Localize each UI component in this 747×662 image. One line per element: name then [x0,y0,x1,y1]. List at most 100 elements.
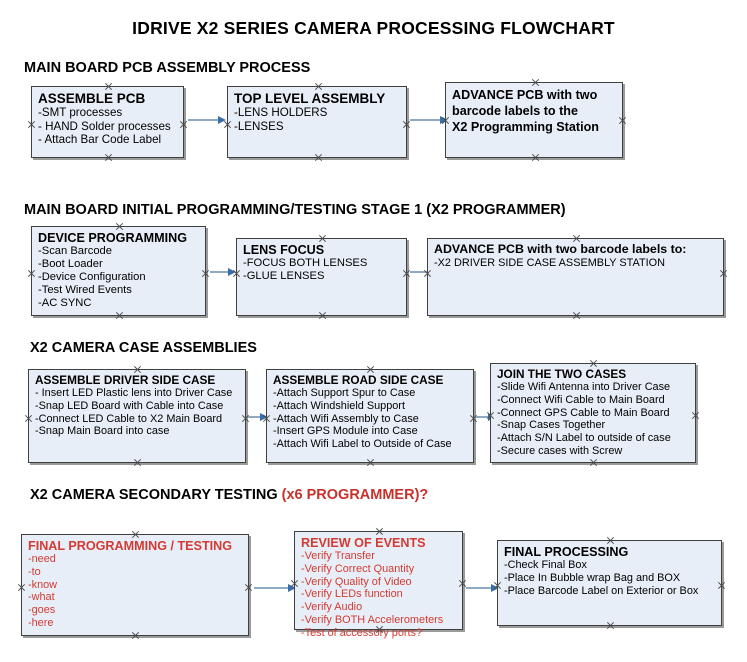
node-line: -Attach Wifi Label to Outside of Case [273,438,452,451]
node-line: -Attach S/N Label to outside of case [497,432,671,445]
node-line: -Check Final Box [504,559,587,572]
connection-handle-top[interactable] [572,234,581,243]
connection-handle-bottom[interactable] [589,458,598,467]
connection-handle-right[interactable] [717,581,726,590]
node-line: -GLUE LENSES [243,270,325,283]
connection-handle-left[interactable] [493,581,502,590]
node-title: LENS FOCUS [243,243,325,257]
node-final-programming-testing[interactable]: FINAL PROGRAMMING / TESTING -need -to -k… [21,534,249,636]
section-heading-x2-camera-case-assemblies: X2 CAMERA CASE ASSEMBLIES [30,340,257,356]
node-title: TOP LEVEL ASSEMBLY [234,91,386,106]
connection-handle-bottom[interactable] [133,458,142,467]
connection-handle-right[interactable] [201,269,210,278]
connection-handle-bottom[interactable] [115,311,124,320]
node-line: -Snap Main Board into case [35,425,170,438]
node-title: FINAL PROCESSING [504,545,629,559]
node-lens-focus[interactable]: LENS FOCUS -FOCUS BOTH LENSES -GLUE LENS… [236,238,407,316]
connection-handle-left[interactable] [27,269,36,278]
node-line: barcode labels to the [452,104,578,119]
connection-handle-top[interactable] [589,359,598,368]
connection-handle-bottom[interactable] [366,458,375,467]
node-line: -Verify Correct Quantity [301,562,415,575]
node-line: -need [28,553,56,566]
connection-handle-top[interactable] [366,365,375,374]
node-line: -Connect LED Cable to X2 Main Board [35,412,223,425]
node-line: -Boot Loader [38,258,103,271]
page-title: IDRIVE X2 SERIES CAMERA PROCESSING FLOWC… [132,18,615,38]
node-line: -Attach Windshield Support [273,399,405,412]
connection-handle-left[interactable] [27,120,36,129]
node-line: -SMT processes [38,106,123,120]
node-line: -here [28,616,54,629]
node-line: -Place In Bubble wrap Bag and BOX [504,571,681,584]
node-assemble-road-side-case[interactable]: ASSEMBLE ROAD SIDE CASE -Attach Support … [266,369,474,463]
node-line: X2 Programming Station [452,120,599,135]
node-assemble-pcb[interactable]: ASSEMBLE PCB -SMT processes - HAND Solde… [31,86,184,158]
connection-handle-left[interactable] [290,579,299,588]
connection-handle-bottom[interactable] [531,153,540,162]
connection-handle-bottom[interactable] [314,153,323,162]
node-line: ADVANCE PCB with two [452,88,598,102]
node-line: -Verify Quality of Video [301,575,412,588]
connection-handle-left[interactable] [223,120,232,129]
connection-handle-bottom[interactable] [131,631,140,640]
node-review-of-events[interactable]: REVIEW OF EVENTS -Verify Transfer -Verif… [294,531,463,639]
node-final-processing[interactable]: FINAL PROCESSING -Check Final Box -Place… [497,540,722,626]
connection-handle-top[interactable] [531,78,540,87]
connection-handle-right[interactable] [719,269,728,278]
connection-handle-left[interactable] [262,414,271,423]
connection-handle-top[interactable] [314,82,323,91]
node-title: ASSEMBLE PCB [38,91,146,106]
connection-handle-bottom[interactable] [375,625,384,634]
section-heading-x2-camera-secondary-testing: X2 CAMERA SECONDARY TESTING (x6 PROGRAMM… [30,487,428,503]
connection-handle-bottom[interactable] [606,621,615,630]
connection-handle-bottom[interactable] [104,153,113,162]
connection-handle-right[interactable] [244,583,253,592]
connection-handle-top[interactable] [115,222,124,231]
node-line: -what [28,591,55,604]
section-heading-main-board-pcb-assembly: MAIN BOARD PCB ASSEMBLY PROCESS [24,60,311,76]
connection-handle-right[interactable] [179,120,188,129]
node-advance-pcb-driver-side-case[interactable]: ADVANCE PCB with two barcode labels to: … [427,238,724,316]
connection-handle-bottom[interactable] [318,311,327,320]
node-line: -Verify LEDs function [301,588,403,601]
node-line: -Secure cases with Screw [497,444,623,457]
connection-handle-left[interactable] [423,269,432,278]
node-line: -Attach Support Spur to Case [273,387,416,400]
connection-handle-top[interactable] [606,536,615,545]
node-line: -X2 DRIVER SIDE CASE ASSEMBLY STATION [434,256,665,269]
node-title: ADVANCE PCB with two barcode labels to: [434,242,687,256]
connection-handle-left[interactable] [24,414,33,423]
node-line: -LENS HOLDERS [234,106,328,120]
node-line: -Verify Transfer [301,550,375,563]
connection-handle-top[interactable] [375,527,384,536]
connection-handle-left[interactable] [232,269,241,278]
node-line: -Verify BOTH Accelerometers [301,613,444,626]
connector-arrow [188,115,226,124]
node-line: - Insert LED Plastic lens into Driver Ca… [35,387,233,400]
connection-handle-top[interactable] [133,365,142,374]
section-heading-main-board-initial-programming: MAIN BOARD INITIAL PROGRAMMING/TESTING S… [24,202,566,218]
node-advance-pcb-programming-station[interactable]: ADVANCE PCB with two barcode labels to t… [445,82,623,158]
connection-handle-top[interactable] [104,82,113,91]
node-title: JOIN THE TWO CASES [497,367,627,381]
node-line: -to [28,565,41,578]
node-device-programming[interactable]: DEVICE PROGRAMMING -Scan Barcode -Boot L… [31,226,206,316]
connection-handle-right[interactable] [618,116,627,125]
node-assemble-driver-side-case[interactable]: ASSEMBLE DRIVER SIDE CASE - Insert LED P… [28,369,246,463]
node-line: -Connect GPS Cable to Main Board [497,406,670,419]
connection-handle-top[interactable] [131,530,140,539]
node-top-level-assembly[interactable]: TOP LEVEL ASSEMBLY -LENS HOLDERS -LENSES [227,86,407,158]
connection-handle-left[interactable] [17,583,26,592]
section-heading-text: X2 CAMERA SECONDARY TESTING [30,487,282,503]
node-line: -FOCUS BOTH LENSES [243,257,368,270]
node-join-the-two-cases[interactable]: JOIN THE TWO CASES -Slide Wifi Antenna i… [490,363,696,463]
node-line: -Snap Cases Together [497,419,606,432]
node-title: DEVICE PROGRAMMING [38,231,188,245]
connection-handle-top[interactable] [318,234,327,243]
connection-handle-left[interactable] [486,411,495,420]
connection-handle-right[interactable] [691,411,700,420]
connection-handle-left[interactable] [441,116,450,125]
connection-handle-bottom[interactable] [572,311,581,320]
